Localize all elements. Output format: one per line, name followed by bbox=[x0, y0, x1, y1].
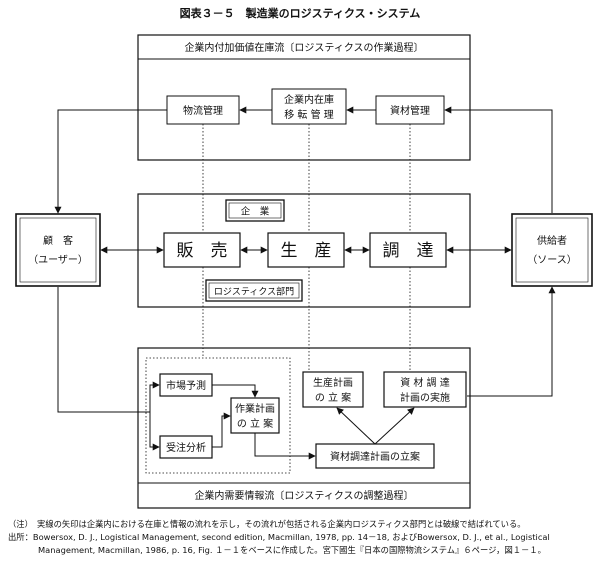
arrow-keikaku-to-shizai-jisshi bbox=[374, 407, 415, 445]
logistics-dept-box bbox=[205, 279, 303, 302]
node-chotatsu-label: 調 達 bbox=[383, 241, 434, 261]
lower-flow-header: 企業内需要情報流〔ロジスティクスの調整過程〕 bbox=[194, 489, 413, 502]
note-text: （注） 実線の矢印は企業内における在庫と情報の流れを示し，その流れが包括される企… bbox=[8, 519, 526, 529]
line-customer-to-lower bbox=[57, 287, 138, 413]
node-shizai-jisshi-line2: 計画の実施 bbox=[400, 391, 450, 404]
node-butsuryu-kanri-label: 物流管理 bbox=[183, 104, 223, 117]
node-shizai-kanri-label: 資材管理 bbox=[390, 104, 430, 117]
node-seisan bbox=[267, 232, 345, 268]
node-seisan-keikaku bbox=[302, 371, 364, 408]
node-shijo-label: 市場予測 bbox=[166, 379, 206, 392]
arrow-butsuryu-to-customer bbox=[54, 109, 167, 214]
arrow-to-shijo bbox=[138, 381, 160, 413]
arrow-shijo-to-sagyo bbox=[212, 384, 259, 398]
node-zaiko-iten-kanri bbox=[271, 88, 347, 125]
arrow-to-juchu bbox=[149, 412, 160, 451]
node-juchu-label: 受注分析 bbox=[166, 441, 206, 454]
dashed-connectors bbox=[202, 124, 411, 372]
customer-label-line1: 顧 客 bbox=[43, 234, 73, 247]
enterprise-label-box bbox=[225, 199, 285, 222]
enterprise-label: 企 業 bbox=[241, 206, 270, 218]
arrow-juchu-to-sagyo bbox=[212, 412, 231, 448]
source-text-line1: 出所：Bowersox, D. J., Logistical Managemen… bbox=[8, 532, 550, 542]
arrow-shizai-jisshi-to-supplier bbox=[467, 286, 556, 397]
customer-label-line2: （ユーザー） bbox=[28, 254, 88, 266]
customer-box bbox=[15, 213, 101, 287]
supplier-box bbox=[511, 213, 593, 287]
arrow-keikaku-to-seisan bbox=[336, 407, 376, 445]
node-hanbai bbox=[163, 232, 241, 268]
node-seisan-keikaku-line1: 生産計画 bbox=[313, 376, 353, 389]
figure-title: 図表３－５ 製造業のロジスティクス・システム bbox=[180, 6, 421, 20]
node-sagyo-line1: 作業計画 bbox=[235, 402, 275, 415]
node-chotatsu bbox=[369, 232, 447, 268]
node-zaiko-line1: 企業内在庫 bbox=[284, 93, 334, 106]
node-hanbai-label: 販 売 bbox=[177, 241, 228, 261]
node-seisan-label: 生 産 bbox=[281, 241, 332, 261]
logistics-dept-label: ロジスティクス部門 bbox=[214, 286, 294, 298]
source-text-line2: Management, Macmillan, 1986, p. 16, Fig.… bbox=[38, 545, 546, 555]
figure-notes: （注） 実線の矢印は企業内における在庫と情報の流れを示し，その流れが包括される企… bbox=[8, 518, 592, 557]
node-shizai-keikaku bbox=[315, 443, 435, 469]
node-sagyo-line2: の 立 案 bbox=[237, 417, 273, 430]
node-shizai-kanri bbox=[375, 95, 445, 125]
upper-flow-box bbox=[137, 34, 471, 161]
node-zaiko-line2: 移 転 管 理 bbox=[284, 108, 334, 121]
node-shizai-jisshi bbox=[383, 371, 467, 408]
node-seisan-keikaku-line2: の 立 案 bbox=[315, 391, 351, 404]
node-shizai-jisshi-line1: 資 材 調 達 bbox=[400, 376, 450, 389]
arrow-supplier-to-shizai bbox=[444, 106, 553, 213]
arrow-sagyo-to-shizai-keikaku bbox=[254, 433, 316, 460]
supplier-label-line2: （ソース） bbox=[527, 254, 577, 266]
lower-flow-box bbox=[137, 347, 471, 509]
node-shizai-keikaku-label: 資材調達計画の立案 bbox=[330, 450, 420, 463]
upper-flow-header: 企業内付加価値在庫流〔ロジスティクスの作業過程〕 bbox=[184, 41, 423, 54]
supplier-label-line1: 供給者 bbox=[537, 234, 567, 247]
